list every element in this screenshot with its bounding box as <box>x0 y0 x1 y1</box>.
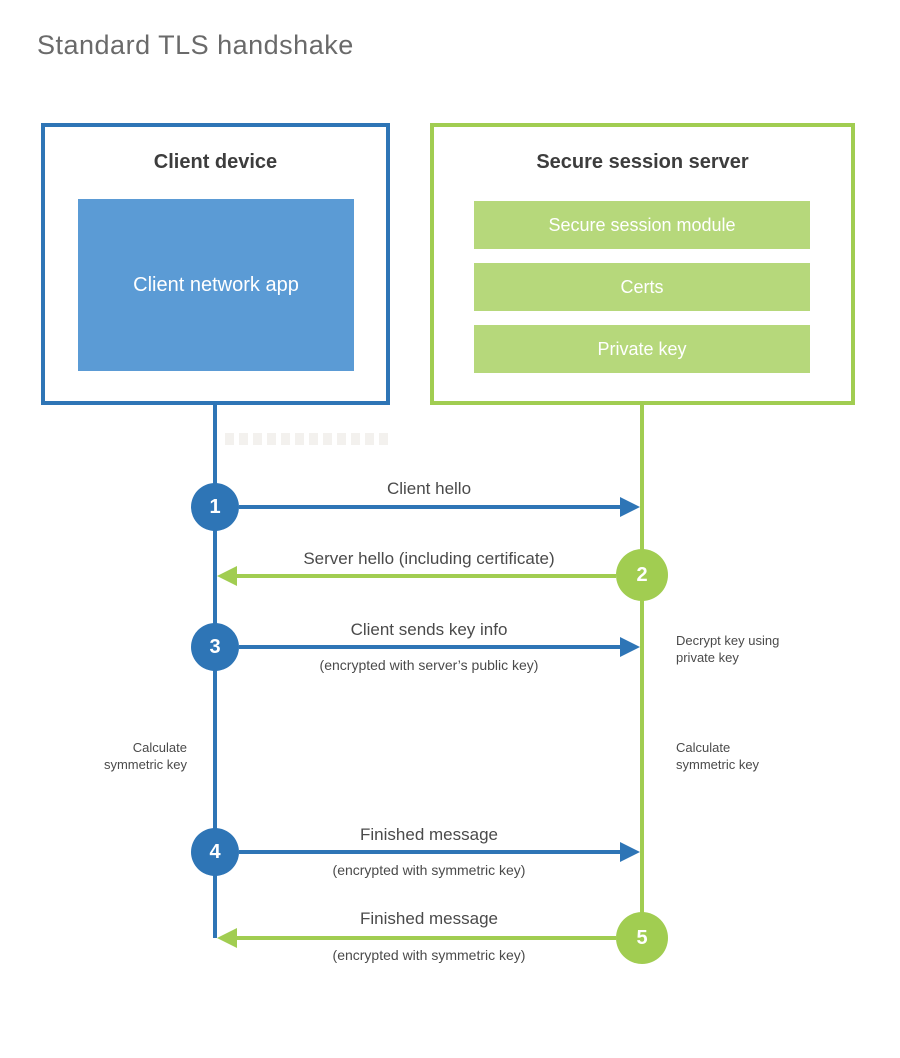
label-client-hello: Client hello <box>386 479 472 498</box>
sublabel-encrypted-public-key: (encrypted with server’s public key) <box>319 657 539 673</box>
note-calculate-symmetric-key-server: Calculate symmetric key <box>676 739 759 773</box>
arrow-client-hello <box>239 505 620 509</box>
step-1-number: 1 <box>209 495 221 518</box>
server-lifeline <box>640 405 644 938</box>
arrowhead-left-icon <box>217 928 237 948</box>
note-calc-line1: Calculate <box>676 740 731 755</box>
arrow-finished-client <box>239 850 620 854</box>
label-finished-server: Finished message <box>360 909 498 928</box>
label-client-key-info: Client sends key info <box>350 620 508 639</box>
faint-dashes-artifact <box>225 433 390 445</box>
label-finished-client: Finished message <box>360 825 498 844</box>
sublabel-encrypted-symmetric-key: (encrypted with symmetric key) <box>332 947 526 963</box>
arrowhead-right-icon <box>620 497 640 517</box>
arrowhead-right-icon <box>620 842 640 862</box>
note-calc-line1: Calculate <box>132 740 187 755</box>
note-calc-line2: symmetric key <box>676 757 760 772</box>
server-module-certs: Certs <box>474 263 810 311</box>
note-decrypt-key-line1: Decrypt key using <box>676 633 780 648</box>
label-server-hello: Server hello (including certificate) <box>303 549 555 568</box>
note-calculate-symmetric-key-client: Calculate symmetric key <box>37 739 187 773</box>
arrowhead-right-icon <box>620 637 640 657</box>
page-title: Standard TLS handshake <box>37 30 354 60</box>
step-3-number: 3 <box>209 635 221 658</box>
step-1-badge: 1 <box>191 483 239 531</box>
step-2-badge: 2 <box>616 549 668 601</box>
step-3-badge: 3 <box>191 623 239 671</box>
note-calc-line2: symmetric key <box>103 757 187 772</box>
secure-session-server-title: Secure session server <box>536 151 749 173</box>
step-5-number: 5 <box>636 926 648 949</box>
note-decrypt-key-line2: private key <box>676 650 739 665</box>
arrow-finished-server <box>237 936 616 940</box>
arrow-server-hello <box>237 574 616 578</box>
arrow-client-key-info <box>239 645 620 649</box>
note-decrypt-key: Decrypt key using private key <box>676 632 779 666</box>
sublabel-encrypted-symmetric-key: (encrypted with symmetric key) <box>332 862 526 878</box>
step-4-number: 4 <box>209 840 221 863</box>
arrowhead-left-icon <box>217 566 237 586</box>
client-network-app-block: Client network app <box>78 199 354 371</box>
step-5-badge: 5 <box>616 912 668 964</box>
server-module-secure-session: Secure session module <box>474 201 810 249</box>
step-2-number: 2 <box>636 563 648 586</box>
client-lifeline <box>213 405 217 938</box>
client-device-title: Client device <box>153 151 278 173</box>
step-4-badge: 4 <box>191 828 239 876</box>
server-module-private-key: Private key <box>474 325 810 373</box>
